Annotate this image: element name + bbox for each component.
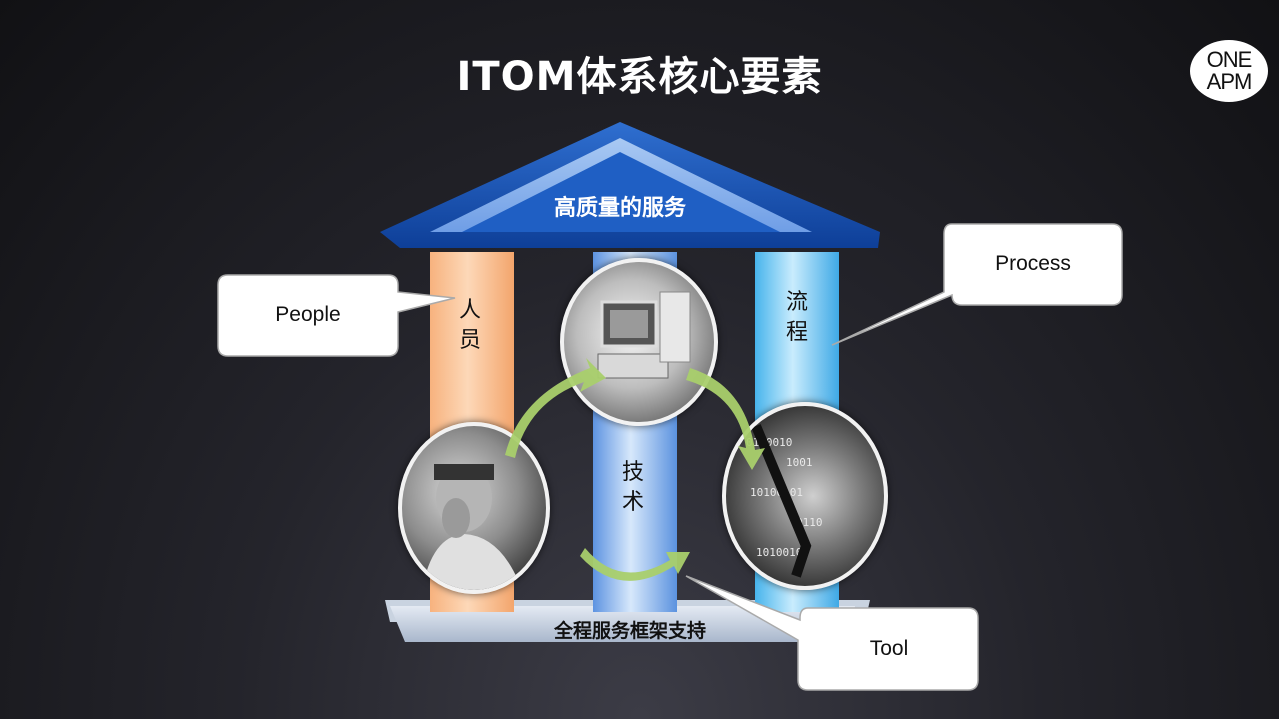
framework-base-label: 全程服务框架支持 [553,620,706,642]
roof-label: 高质量的服务 [553,196,686,221]
binary-icon: 0110010 1001 10100101 0110 1010010 [746,424,823,578]
arrow-left-up [505,358,606,458]
person-icon [422,464,522,590]
people-callout-label: People [275,303,341,326]
tool-callout-box [685,575,979,691]
slide-title: ITOM体系核心要素 [456,54,823,100]
binary-data-photo: 0110010 1001 10100101 0110 1010010 [722,402,888,590]
oneapm-logo: ONE APM [1190,40,1268,102]
svg-text:1001: 1001 [786,456,813,469]
technology-pillar-label: 技术 [621,460,644,515]
computer-icon [597,291,691,379]
arrow-right-down [686,368,765,470]
logo-line-2: APM [1206,69,1253,94]
computer-photo [560,258,718,426]
people-pillar-label: 人员 [458,298,481,353]
tired-person-photo [398,422,550,594]
logo-line-1: ONE [1206,47,1253,72]
process-callout-label: Process [995,252,1071,275]
tool-callout-label: Tool [869,637,909,660]
arrow-bottom [580,548,690,581]
process-callout-box [831,223,1123,346]
people-callout-box [217,274,456,357]
svg-text:1010010: 1010010 [756,546,802,559]
process-pillar-label: 流程 [785,290,808,345]
